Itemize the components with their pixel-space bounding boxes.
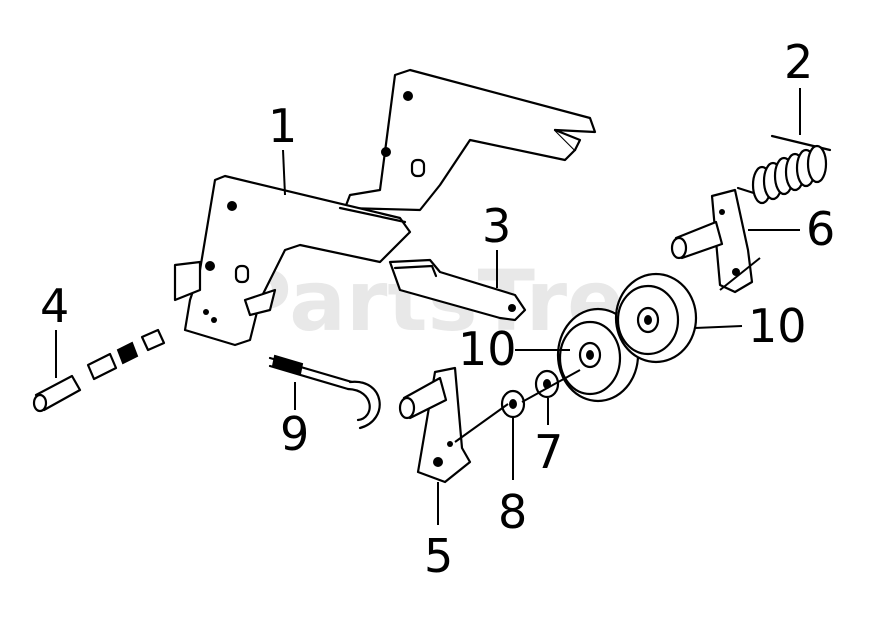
callout-9: 9	[280, 407, 309, 461]
callout-4: 4	[40, 279, 69, 333]
part-4-pin[interactable]	[32, 328, 166, 413]
part-3-idler-arm[interactable]	[388, 258, 527, 322]
part-10-pulley-rear[interactable]	[614, 272, 698, 364]
part-9-j-bolt[interactable]	[268, 354, 381, 430]
callout-6: 6	[806, 202, 835, 256]
part-8-nut[interactable]	[500, 389, 526, 419]
part-2-spring[interactable]	[736, 134, 832, 205]
callout-1: 1	[268, 99, 297, 153]
part-6-stud-bracket[interactable]	[670, 188, 754, 294]
callout-2: 2	[784, 35, 813, 89]
part-5-stud-bracket[interactable]	[398, 366, 472, 484]
callout-5: 5	[424, 529, 453, 583]
callout-10-front: 10	[458, 322, 517, 376]
callout-10-rear: 10	[748, 299, 807, 353]
callout-7: 7	[534, 425, 563, 479]
part-7-washer[interactable]	[534, 369, 560, 399]
leader-lines	[55, 88, 801, 525]
part-1-bracket[interactable]	[173, 68, 597, 347]
callout-8: 8	[498, 485, 527, 539]
callout-3: 3	[482, 199, 511, 253]
